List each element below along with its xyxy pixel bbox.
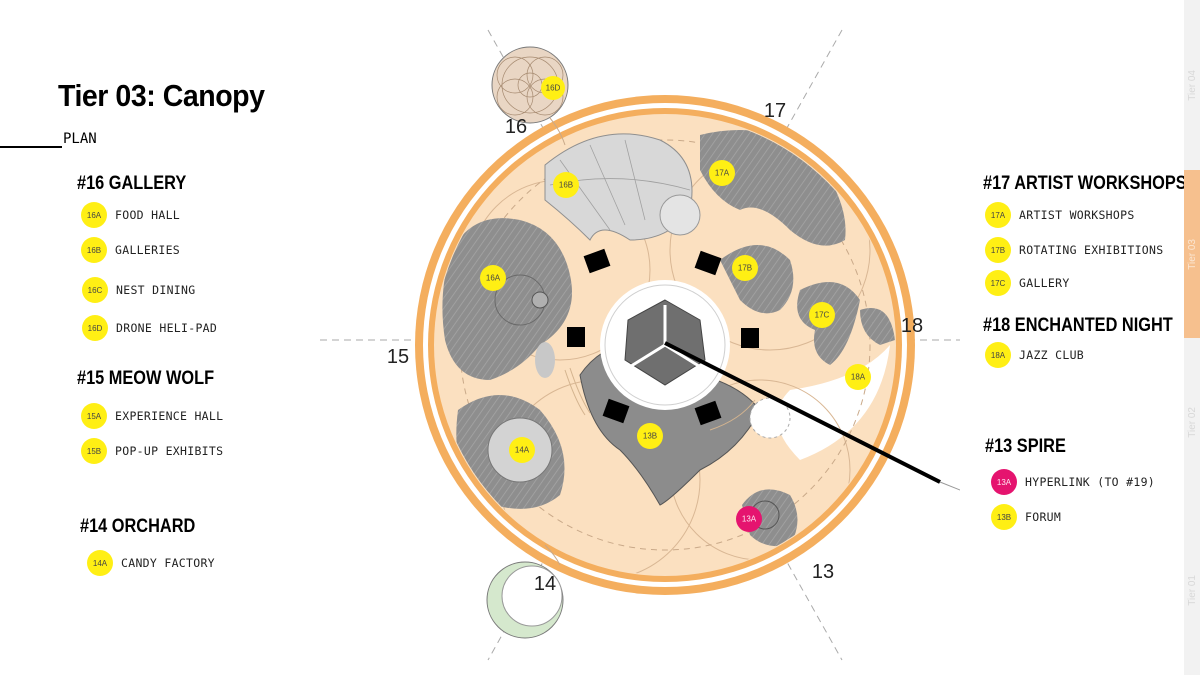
legend-heading-orchard: #14 ORCHARD [80, 516, 196, 537]
badge-13b: 13B [991, 504, 1017, 530]
legend-label: NEST DINING [116, 283, 196, 297]
map-badge-label: 16D [546, 84, 561, 93]
badge-14a: 14A [87, 550, 113, 576]
legend-item-17a[interactable]: 17A ARTIST WORKSHOPS [985, 202, 1135, 228]
map-badge-16d[interactable]: 16D [541, 76, 565, 100]
sector-number-14: 14 [534, 573, 556, 595]
legend-item-13a[interactable]: 13A HYPERLINK (TO #19) [991, 469, 1155, 495]
legend-label: JAZZ CLUB [1019, 348, 1085, 362]
tier-tab-label: Tier 03 [1186, 238, 1198, 270]
legend-heading-enchanted-night: #18 ENCHANTED NIGHT [983, 315, 1173, 336]
badge-16d: 16D [82, 315, 108, 341]
legend-label: FOOD HALL [115, 208, 181, 222]
legend-label: FORUM [1025, 510, 1062, 524]
badge-17a: 17A [985, 202, 1011, 228]
tier-tab-label: Tier 02 [1186, 406, 1198, 438]
zone-16a [442, 218, 572, 380]
map-badge-label: 17C [815, 311, 830, 320]
map-badge-13b[interactable]: 13B [637, 423, 663, 449]
map-badge-label: 18A [851, 373, 866, 382]
map-badge-label: 13B [643, 432, 657, 441]
tier-tab-label: Tier 01 [1186, 575, 1198, 606]
badge-16c: 16C [82, 277, 108, 303]
map-badge-14a[interactable]: 14A [509, 437, 535, 463]
legend-label: CANDY FACTORY [121, 556, 215, 570]
map-badge-label: 16A [486, 274, 501, 283]
page-title: Tier 03: Canopy [58, 78, 265, 113]
badge-15b: 15B [81, 438, 107, 464]
badge-17c: 17C [985, 270, 1011, 296]
legend-item-17b[interactable]: 17B ROTATING EXHIBITIONS [985, 237, 1163, 263]
tier-tab-01[interactable]: Tier 01 [1184, 506, 1200, 676]
legend-item-15b[interactable]: 15B POP-UP EXHIBITS [81, 438, 223, 464]
legend-label: ARTIST WORKSHOPS [1019, 208, 1135, 222]
spire-pointer [664, 341, 941, 484]
plan-label: PLAN [63, 131, 97, 147]
tier-tab-label: Tier 04 [1186, 69, 1198, 101]
legend-label: DRONE HELI-PAD [116, 321, 218, 335]
badge-13a: 13A [991, 469, 1017, 495]
zone-13a [742, 489, 798, 547]
legend-item-17c[interactable]: 17C GALLERY [985, 270, 1070, 296]
legend-heading-spire: #13 SPIRE [985, 436, 1066, 457]
map-badge-17b[interactable]: 17B [732, 255, 758, 281]
legend-item-16d[interactable]: 16D DRONE HELI-PAD [82, 315, 217, 341]
plan-underline [0, 146, 62, 148]
legend-item-16b[interactable]: 16B GALLERIES [81, 237, 180, 263]
legend-item-16a[interactable]: 16A FOOD HALL [81, 202, 180, 228]
badge-18a: 18A [985, 342, 1011, 368]
sector-number-17: 17 [764, 100, 786, 122]
legend-heading-meow-wolf: #15 MEOW WOLF [77, 368, 215, 389]
tier-tab-02[interactable]: Tier 02 [1184, 338, 1200, 507]
badge-16b: 16B [81, 237, 107, 263]
legend-label: EXPERIENCE HALL [115, 409, 224, 423]
sector-number-16: 16 [505, 116, 527, 138]
legend-item-18a[interactable]: 18A JAZZ CLUB [985, 342, 1084, 368]
legend-label: GALLERY [1019, 276, 1070, 290]
legend-heading-gallery: #16 GALLERY [77, 173, 187, 194]
legend-heading-artist-workshops: #17 ARTIST WORKSHOPS [983, 173, 1187, 194]
sector-number-15: 15 [387, 346, 409, 368]
legend-item-14a[interactable]: 14A CANDY FACTORY [87, 550, 215, 576]
map-badge-label: 13A [742, 515, 757, 524]
map-badge-16b[interactable]: 16B [553, 172, 579, 198]
floor-plan: 17 16 18 15 13 14 16D 16B 17A 17B 16A 17… [320, 29, 960, 661]
tier-tab-04[interactable]: Tier 04 [1184, 0, 1200, 171]
map-badge-label: 16B [559, 181, 573, 190]
legend-item-13b[interactable]: 13B FORUM [991, 504, 1061, 530]
map-badge-18a[interactable]: 18A [845, 364, 871, 390]
badge-16a: 16A [81, 202, 107, 228]
legend-label: GALLERIES [115, 243, 181, 257]
badge-17b: 17B [985, 237, 1011, 263]
legend-item-16c[interactable]: 16C NEST DINING [82, 277, 195, 303]
legend-label: HYPERLINK (TO #19) [1025, 475, 1156, 489]
map-badge-13a[interactable]: 13A [736, 506, 762, 532]
columns [567, 248, 759, 426]
sector-number-13: 13 [812, 561, 834, 583]
map-badge-label: 14A [515, 446, 530, 455]
map-badge-17c[interactable]: 17C [809, 302, 835, 328]
map-badge-16a[interactable]: 16A [480, 265, 506, 291]
badge-15a: 15A [81, 403, 107, 429]
map-badge-17a[interactable]: 17A [709, 160, 735, 186]
tier-tab-03[interactable]: Tier 03 [1184, 170, 1200, 339]
map-badge-label: 17B [738, 264, 752, 273]
map-badge-label: 17A [715, 169, 730, 178]
legend-label: POP-UP EXHIBITS [115, 444, 224, 458]
sector-number-18: 18 [901, 315, 923, 337]
legend-label: ROTATING EXHIBITIONS [1019, 243, 1164, 257]
legend-item-15a[interactable]: 15A EXPERIENCE HALL [81, 403, 223, 429]
